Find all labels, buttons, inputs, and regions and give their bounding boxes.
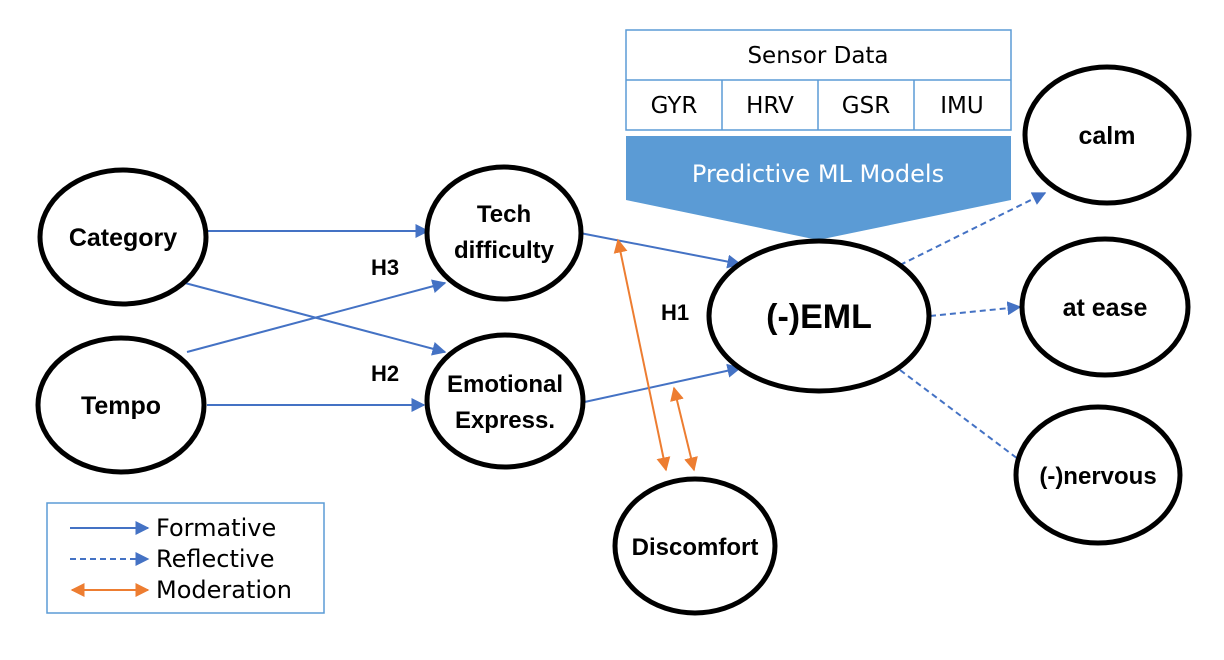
- node-discomfort: Discomfort: [612, 476, 778, 616]
- sensor-channel-imu: IMU: [940, 93, 983, 119]
- moderation-emotional-eml-path: [670, 386, 698, 472]
- node-emotional-label-line1: Emotional: [447, 371, 563, 398]
- node-calm-label: calm: [1079, 122, 1136, 150]
- node-emotional-expression: Emotional Express.: [424, 332, 586, 470]
- legend-formative-label: Formative: [156, 514, 276, 542]
- predictive-ml-models-shape: Predictive ML Models: [626, 136, 1011, 240]
- node-eml: (-)EML: [706, 238, 932, 394]
- arrow-tempo-to-tech: [186, 279, 447, 353]
- legend-reflective-label: Reflective: [156, 545, 275, 573]
- moderation-tech-eml-path: [613, 238, 671, 472]
- arrow-eml-to-calm: [899, 192, 1047, 266]
- node-tech-label-line1: Tech: [477, 201, 531, 228]
- hypothesis-h1-label: H1: [661, 300, 689, 325]
- hypothesis-h2-label: H2: [371, 361, 399, 386]
- arrow-tech-to-eml: [579, 232, 742, 269]
- node-emotional-label-line2: Express.: [455, 407, 555, 434]
- sensor-channel-gyr: GYR: [651, 93, 698, 119]
- node-at-ease-label: at ease: [1063, 294, 1148, 322]
- hypothesis-h3-label: H3: [371, 255, 399, 280]
- sensor-data-box: Sensor Data GYR HRV GSR IMU: [625, 29, 1012, 131]
- node-tempo: Tempo: [35, 335, 207, 475]
- moderation-arrows: [613, 238, 698, 472]
- node-eml-label: (-)EML: [766, 298, 872, 336]
- node-at-ease: at ease: [1019, 236, 1191, 378]
- node-discomfort-label: Discomfort: [632, 534, 759, 561]
- legend-moderation-label: Moderation: [156, 576, 292, 604]
- node-tech-difficulty: Tech difficulty: [424, 164, 584, 302]
- node-category: Category: [37, 167, 209, 307]
- sensor-channel-hrv: HRV: [746, 93, 794, 119]
- reflective-arrows: [899, 192, 1047, 469]
- legend: Formative Reflective Moderation: [46, 502, 325, 614]
- arrow-emotional-to-eml: [579, 363, 742, 404]
- node-nervous-label: (-)nervous: [1039, 463, 1156, 490]
- node-calm: calm: [1022, 64, 1192, 206]
- node-nervous: (-)nervous: [1013, 404, 1183, 546]
- node-category-label: Category: [69, 224, 177, 252]
- sensor-channel-gsr: GSR: [842, 93, 890, 119]
- node-tech-label-line2: difficulty: [454, 237, 555, 264]
- node-tempo-label: Tempo: [81, 392, 161, 420]
- arrow-eml-to-nervous: [899, 369, 1032, 469]
- sensor-data-title: Sensor Data: [747, 43, 888, 69]
- predictive-ml-models-label: Predictive ML Models: [692, 160, 944, 188]
- arrow-eml-to-at-ease: [929, 301, 1022, 317]
